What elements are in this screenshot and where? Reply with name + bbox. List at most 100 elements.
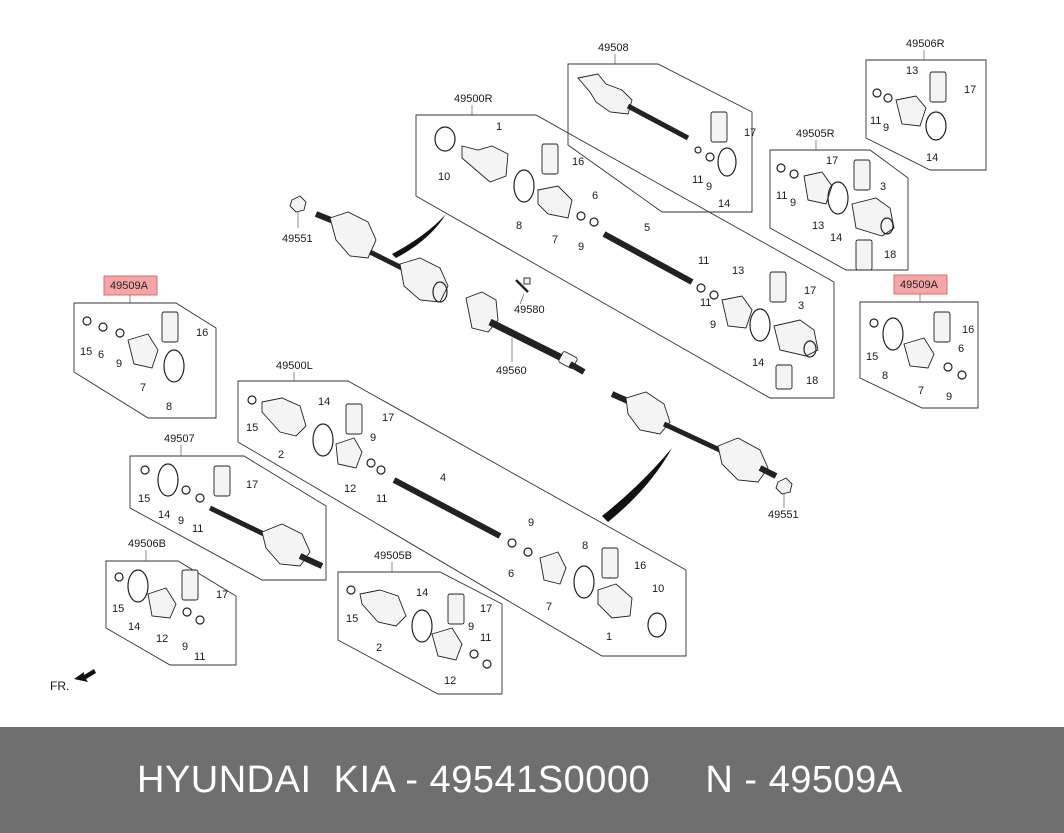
front-direction-indicator: FR. — [50, 669, 96, 693]
part-label-49551-bottom: 49551 — [768, 509, 799, 521]
svg-text:9: 9 — [578, 241, 584, 253]
svg-text:9: 9 — [710, 319, 716, 331]
group-label-49500R: 49500R — [454, 93, 493, 105]
svg-text:16: 16 — [962, 324, 974, 336]
svg-text:11: 11 — [870, 115, 881, 127]
svg-text:11: 11 — [698, 255, 709, 267]
svg-text:17: 17 — [744, 127, 756, 139]
svg-text:9: 9 — [370, 432, 376, 444]
svg-text:2: 2 — [278, 449, 284, 461]
group-label-49505B: 49505B — [374, 550, 412, 562]
svg-text:1: 1 — [606, 631, 612, 643]
svg-text:7: 7 — [552, 234, 558, 246]
svg-text:15: 15 — [246, 422, 258, 434]
svg-text:10: 10 — [652, 583, 664, 595]
group-label-49500L: 49500L — [276, 360, 313, 372]
svg-text:11: 11 — [692, 174, 703, 186]
svg-text:9: 9 — [946, 391, 952, 403]
svg-text:8: 8 — [166, 401, 172, 413]
svg-text:17: 17 — [480, 603, 492, 615]
group-49505R: 49505R 17 11 9 3 13 14 18 — [769, 128, 909, 271]
svg-text:3: 3 — [798, 300, 804, 312]
svg-text:15: 15 — [80, 346, 92, 358]
svg-text:17: 17 — [246, 479, 258, 491]
part-label-49580: 49580 — [514, 304, 545, 316]
svg-text:9: 9 — [468, 621, 474, 633]
svg-text:15: 15 — [138, 493, 150, 505]
svg-text:12: 12 — [344, 483, 356, 495]
group-label-49509A-right: 49509A — [900, 279, 939, 291]
group-49506R: 49506R 13 17 11 9 14 — [865, 38, 987, 171]
svg-text:2: 2 — [376, 642, 382, 654]
svg-text:5: 5 — [644, 222, 650, 234]
svg-text:7: 7 — [918, 385, 924, 397]
svg-text:18: 18 — [806, 375, 818, 387]
group-label-49508: 49508 — [598, 42, 629, 54]
group-49500L: 49500L 15 2 14 17 9 12 11 4 9 6 8 16 7 1… — [237, 360, 687, 657]
svg-text:9: 9 — [178, 515, 184, 527]
svg-text:9: 9 — [883, 122, 889, 134]
svg-text:14: 14 — [718, 198, 730, 210]
svg-text:6: 6 — [98, 349, 104, 361]
svg-text:8: 8 — [582, 540, 588, 552]
svg-text:12: 12 — [156, 633, 168, 645]
part-label-49560: 49560 — [496, 365, 527, 377]
highlight-box-left — [103, 275, 158, 296]
group-49507: 49507 17 15 14 9 11 — [129, 433, 327, 581]
main-shaft-assembly: 49551 49580 49560 49551 — [282, 195, 799, 522]
svg-text:9: 9 — [528, 517, 534, 529]
group-49506B: 49506B 17 15 14 12 9 11 — [105, 538, 237, 666]
highlight-box-right — [893, 274, 948, 295]
svg-text:6: 6 — [508, 568, 514, 580]
svg-text:11: 11 — [376, 493, 387, 505]
svg-text:6: 6 — [592, 190, 598, 202]
svg-text:14: 14 — [318, 396, 330, 408]
svg-text:8: 8 — [516, 220, 522, 232]
group-49500R: 49500R 1 16 10 8 7 6 9 5 11 13 17 11 9 3… — [415, 93, 835, 399]
svg-text:10: 10 — [438, 171, 450, 183]
svg-text:9: 9 — [182, 641, 188, 653]
svg-text:3: 3 — [880, 181, 886, 193]
svg-text:1: 1 — [496, 121, 502, 133]
svg-text:9: 9 — [116, 358, 122, 370]
group-49508: 49508 17 11 9 14 — [567, 42, 756, 213]
part-label-49551-top: 49551 — [282, 233, 313, 245]
group-label-49505R: 49505R — [796, 128, 835, 140]
group-label-49506R: 49506R — [906, 38, 945, 50]
svg-text:14: 14 — [752, 357, 764, 369]
svg-text:14: 14 — [416, 587, 428, 599]
svg-text:15: 15 — [112, 603, 124, 615]
svg-text:11: 11 — [192, 523, 203, 535]
footer-part-number-text: HYUNDAI KIA - 49541S0000 N - 49509A — [137, 759, 903, 801]
group-49509A-right: 49509A 16 15 6 8 7 9 — [859, 274, 979, 409]
svg-text:4: 4 — [440, 472, 446, 484]
svg-text:9: 9 — [706, 181, 712, 193]
svg-text:7: 7 — [546, 601, 552, 613]
part-number-footer: HYUNDAI KIA - 49541S0000 N - 49509A — [0, 727, 1064, 833]
svg-text:17: 17 — [216, 589, 228, 601]
group-49505B: 49505B 14 17 15 9 11 2 12 — [337, 550, 503, 695]
svg-text:14: 14 — [128, 621, 140, 633]
group-label-49506B: 49506B — [128, 538, 166, 550]
svg-text:11: 11 — [480, 632, 491, 644]
svg-text:15: 15 — [346, 613, 358, 625]
front-arrow-icon — [74, 669, 96, 682]
group-49509A-left: 49509A 16 15 6 9 7 8 — [73, 275, 217, 419]
svg-text:14: 14 — [926, 152, 938, 164]
svg-text:8: 8 — [882, 370, 888, 382]
svg-text:16: 16 — [634, 560, 646, 572]
svg-text:11: 11 — [776, 190, 787, 202]
group-label-49509A-left: 49509A — [110, 280, 149, 292]
svg-text:17: 17 — [382, 412, 394, 424]
exploded-drive-shaft-diagram: 49508 17 11 9 14 49506R 13 17 11 9 14 49… — [50, 38, 987, 695]
svg-text:16: 16 — [196, 327, 208, 339]
svg-text:14: 14 — [830, 232, 842, 244]
svg-text:6: 6 — [958, 343, 964, 355]
svg-text:18: 18 — [884, 249, 896, 261]
svg-text:11: 11 — [194, 651, 205, 663]
svg-text:14: 14 — [158, 509, 170, 521]
group-label-49507: 49507 — [164, 433, 195, 445]
svg-text:13: 13 — [906, 65, 918, 77]
svg-text:7: 7 — [140, 382, 146, 394]
